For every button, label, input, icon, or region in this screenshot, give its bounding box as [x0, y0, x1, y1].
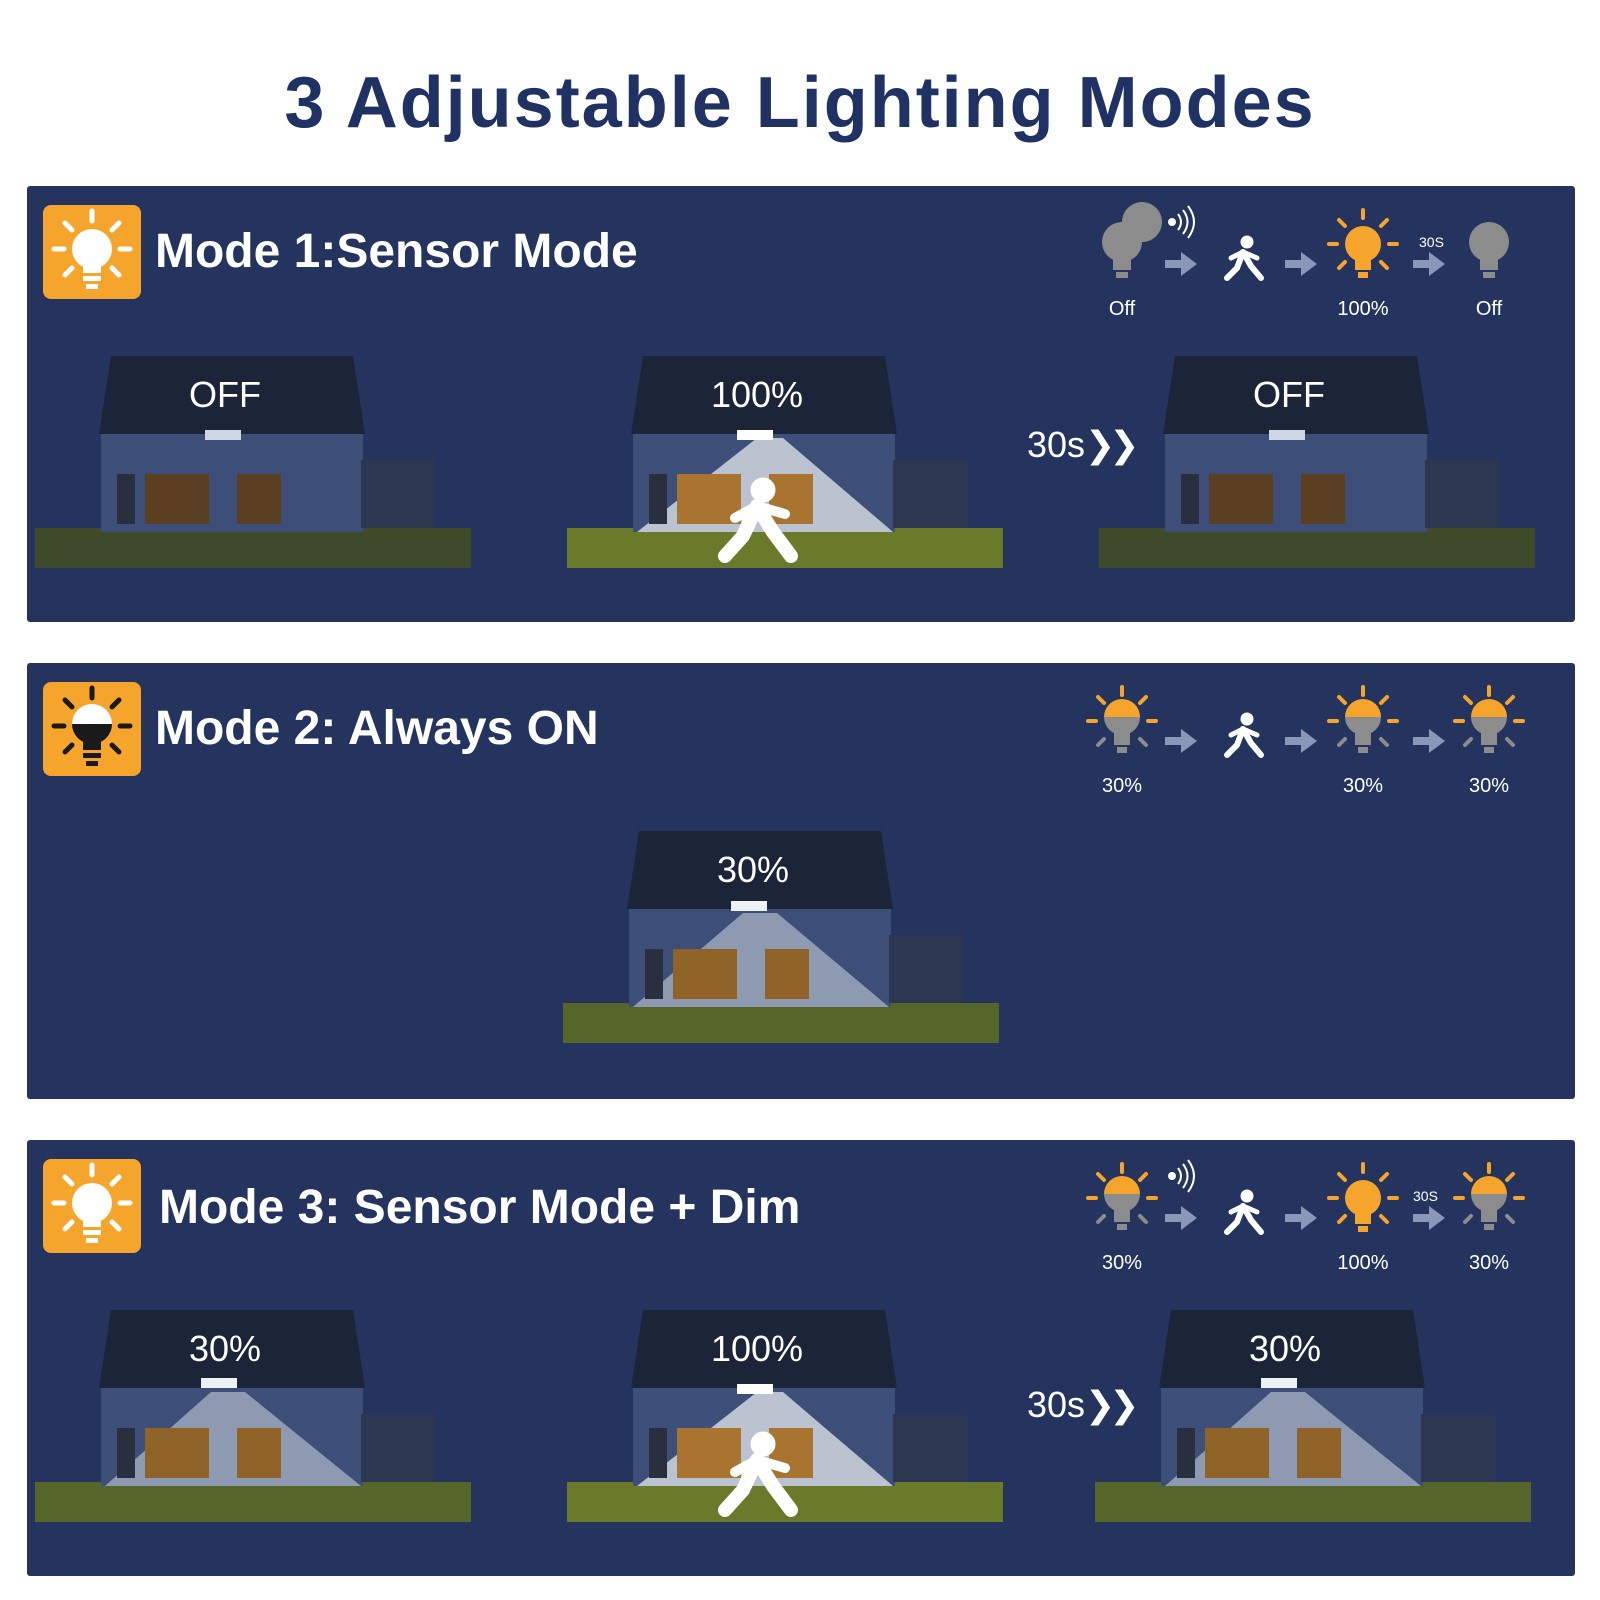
house-image-off: OFF — [35, 356, 471, 586]
sequence-label: 30% — [1101, 1252, 1143, 1274]
mode-3-badge — [43, 1159, 141, 1253]
mode-3-panel: Mode 3: Sensor Mode + Dim — [27, 1140, 1575, 1576]
mode-2-badge — [43, 682, 141, 776]
bulb-off-icon — [1102, 202, 1162, 278]
arrow-icon — [1165, 1206, 1197, 1230]
sequence-label: 100% — [1337, 298, 1389, 320]
sequence-label: 30% — [1101, 775, 1143, 797]
arrow-icon — [1285, 252, 1317, 276]
house-label: 100% — [710, 1328, 804, 1369]
sequence-label: 30% — [1468, 1252, 1510, 1274]
house-label: 100% — [710, 374, 804, 415]
bulb-dim-icon — [1086, 685, 1158, 753]
delay-indicator: 30s❯❯ — [1027, 1384, 1139, 1426]
house-label: 30% — [716, 849, 790, 890]
running-person-icon — [718, 1431, 798, 1517]
running-person-icon — [1224, 235, 1264, 281]
arrow-icon — [1165, 252, 1197, 276]
lightbulb-on-icon — [51, 1162, 133, 1243]
bulb-dim-icon — [1453, 1162, 1525, 1230]
house-image-full: 100% — [567, 356, 1003, 586]
lightbulb-dark-icon — [51, 685, 133, 766]
delay-label: 30s — [1027, 1384, 1086, 1425]
arrow-icon — [1285, 729, 1317, 753]
arrow-icon — [1413, 1206, 1445, 1230]
running-person-icon — [1224, 1189, 1264, 1235]
house-image-dim: 30% — [1095, 1310, 1531, 1540]
mode-1-badge — [43, 205, 141, 299]
mode-1-panel: Mode 1:Sensor Mode — [27, 186, 1575, 622]
house-label: 30% — [1248, 1328, 1322, 1369]
bulb-off-icon — [1469, 222, 1509, 278]
mode-2-title: Mode 2: Always ON — [155, 702, 599, 755]
arrow-icon — [1285, 1206, 1317, 1230]
mode-1-sequence: 30S Off 100% Off — [1047, 196, 1547, 320]
sequence-label: 30% — [1342, 775, 1384, 797]
sequence-label: 100% — [1337, 1252, 1389, 1274]
page-title: 3 Adjustable Lighting Modes — [284, 63, 1316, 143]
arrow-icon — [1413, 729, 1445, 753]
bulb-dim-icon — [1327, 685, 1399, 753]
house-label: OFF — [1253, 374, 1325, 415]
delay-label: 30s — [1027, 424, 1086, 465]
arrow-icon — [1413, 252, 1445, 276]
lightbulb-on-icon — [51, 208, 133, 289]
house-image-off: OFF — [1099, 356, 1535, 586]
bulb-dim-icon — [1453, 685, 1525, 753]
bulb-dim-icon — [1086, 1162, 1158, 1230]
house-label: OFF — [189, 374, 261, 415]
sequence-delay-label: 30S — [1419, 234, 1444, 250]
house-image-dim: 30% — [563, 831, 999, 1061]
sequence-label: Off — [1108, 298, 1136, 320]
delay-indicator: 30s❯❯ — [1027, 424, 1139, 466]
house-image-dim: 30% — [35, 1310, 471, 1540]
signal-icon — [1168, 205, 1195, 239]
mode-2-panel: Mode 2: Always ON — [27, 663, 1575, 1099]
sequence-label: Off — [1475, 298, 1503, 320]
sequence-label: 30% — [1468, 775, 1510, 797]
mode-3-sequence: 30S 30% 100% 30% — [1047, 1150, 1547, 1274]
mode-3-title: Mode 3: Sensor Mode + Dim — [159, 1181, 801, 1234]
signal-icon — [1168, 1159, 1195, 1193]
chevrons-right-icon: ❯❯ — [1085, 1384, 1139, 1425]
running-person-icon — [1224, 712, 1264, 758]
arrow-icon — [1165, 729, 1197, 753]
sequence-delay-label: 30S — [1413, 1188, 1438, 1204]
running-person-icon — [718, 477, 798, 563]
bulb-on-icon — [1327, 208, 1399, 278]
chevrons-right-icon: ❯❯ — [1085, 424, 1139, 465]
house-label: 30% — [188, 1328, 262, 1369]
house-image-full: 100% — [567, 1310, 1003, 1540]
mode-1-title: Mode 1:Sensor Mode — [155, 225, 638, 278]
bulb-on-icon — [1327, 1162, 1399, 1232]
mode-2-sequence: 30% 30% 30% — [1047, 673, 1547, 797]
